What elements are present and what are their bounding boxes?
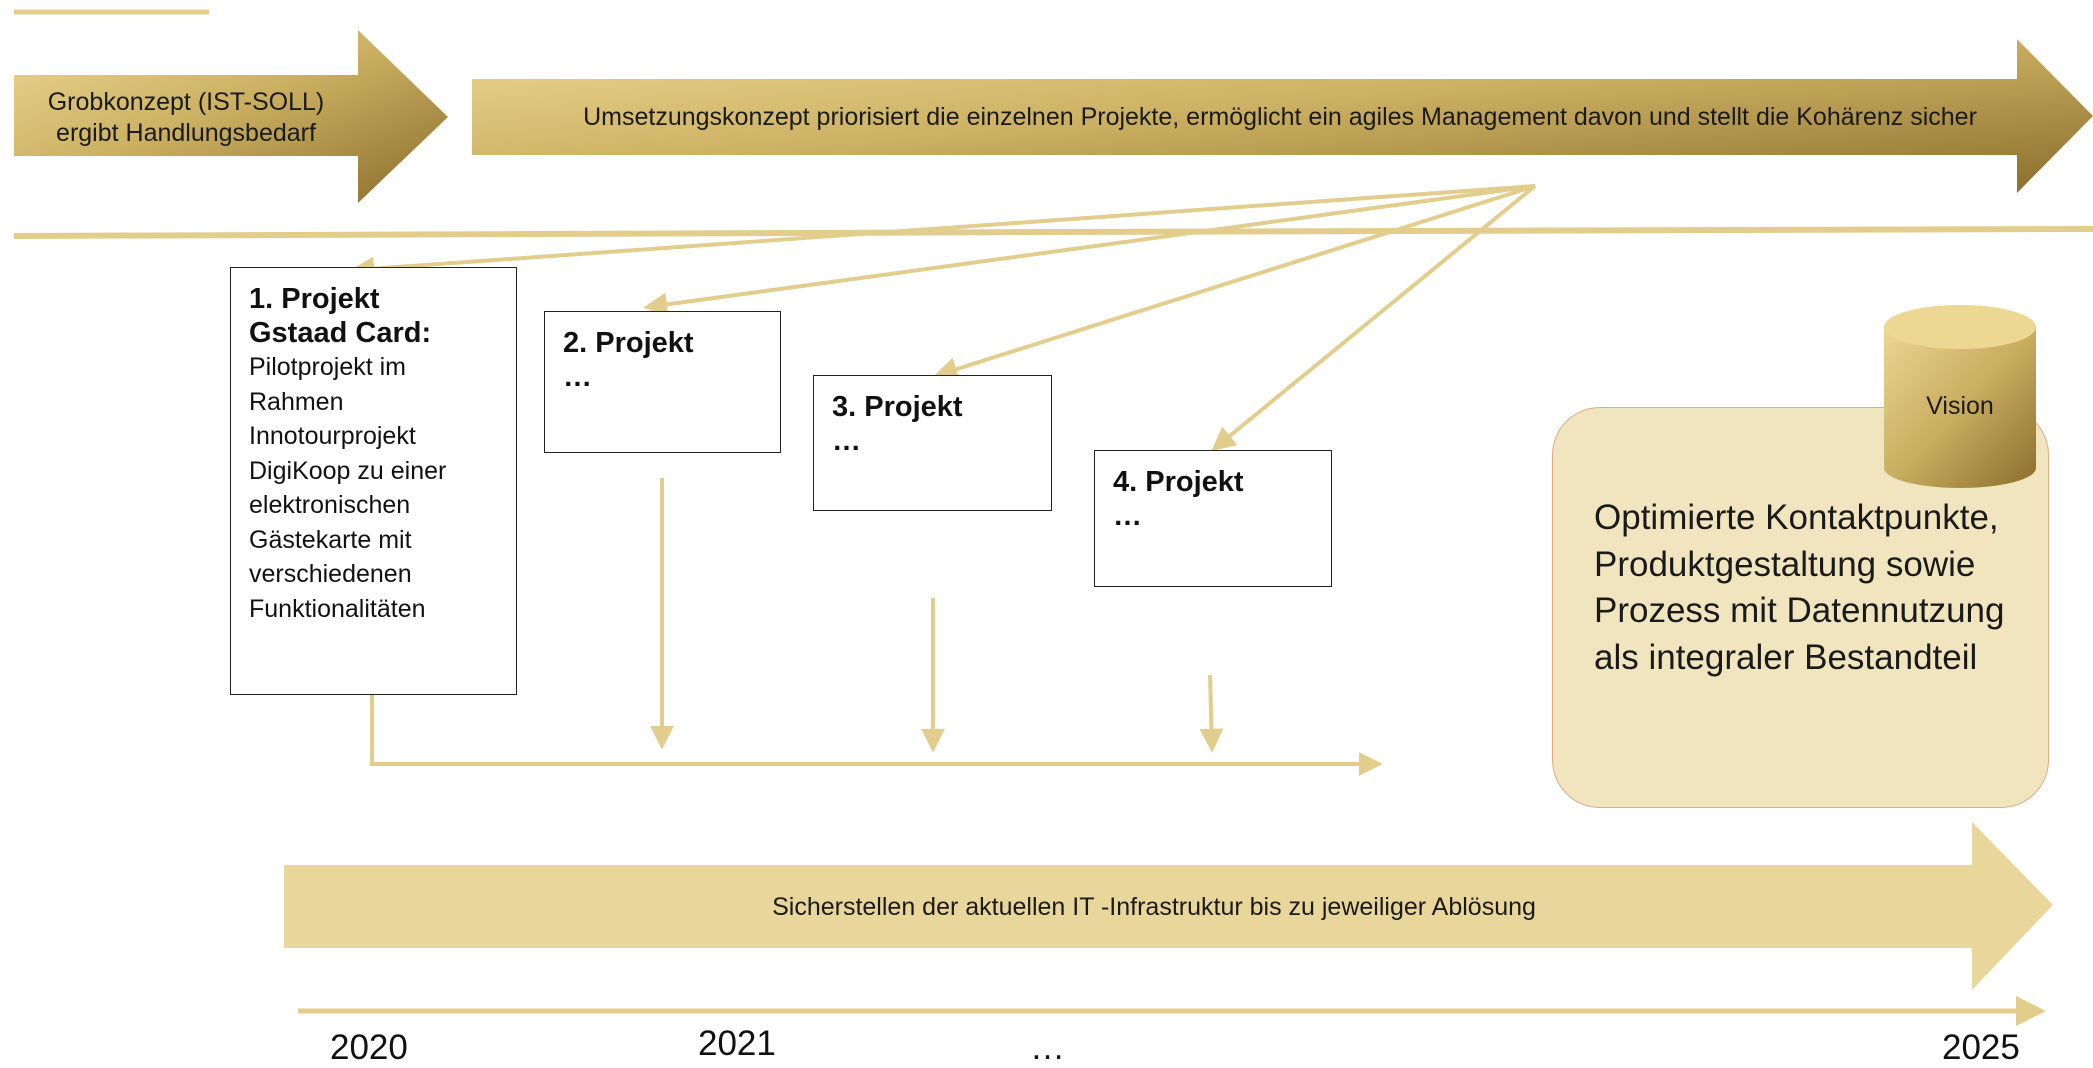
project-3-title: 3. Projekt bbox=[832, 391, 963, 423]
umsetzung-arrow bbox=[472, 39, 2093, 193]
project-3-ellipsis: … bbox=[832, 425, 861, 457]
umsetzung-label: Umsetzungskonzept priorisiert die einzel… bbox=[583, 103, 1977, 131]
fan-arrow-project-3 bbox=[933, 184, 1536, 381]
project-2-ellipsis: … bbox=[563, 361, 592, 393]
vision-text: Optimierte Kontaktpunkte, Produktgestalt… bbox=[1594, 498, 2005, 677]
down-arrow-project-4 bbox=[1199, 674, 1224, 753]
grobkonzept-arrow bbox=[14, 30, 448, 203]
year-2021: 2021 bbox=[698, 1024, 776, 1063]
project-1-description: Pilotprojekt im Rahmen Innotourprojekt D… bbox=[249, 353, 447, 623]
down-arrows bbox=[650, 478, 1224, 753]
year-2020: 2020 bbox=[330, 1028, 408, 1067]
project-3-box: 3. Projekt … bbox=[813, 375, 1052, 511]
project-1-connector bbox=[370, 695, 1383, 776]
separator-line bbox=[13, 226, 2093, 239]
project-2-box: 2. Projekt … bbox=[544, 311, 781, 453]
fan-arrows bbox=[350, 184, 1537, 452]
fan-arrow-project-1 bbox=[350, 184, 1536, 281]
infrastruktur-arrow bbox=[284, 822, 2053, 990]
project-4-title: 4. Projekt bbox=[1113, 466, 1244, 498]
fan-arrow-project-4 bbox=[1211, 184, 1537, 452]
year-2025: 2025 bbox=[1942, 1028, 2020, 1067]
infrastruktur-label: Sicherstellen der aktuellen IT -Infrastr… bbox=[772, 892, 1536, 921]
grobkonzept-label: Grobkonzept (IST-SOLL) ergibt Handlungsb… bbox=[47, 87, 325, 147]
fan-arrow-project-2 bbox=[643, 184, 1536, 317]
project-2-title: 2. Projekt bbox=[563, 327, 694, 359]
project-4-box: 4. Projekt … bbox=[1094, 450, 1332, 587]
project-4-ellipsis: … bbox=[1113, 500, 1142, 532]
project-1-title-line1: 1. Projekt bbox=[249, 283, 380, 315]
timeline-ellipsis: … bbox=[1030, 1028, 1065, 1067]
project-1-title-line2: Gstaad Card: bbox=[249, 317, 432, 349]
project-1-box: 1. Projekt Gstaad Card: Pilotprojekt im … bbox=[230, 267, 517, 695]
vision-label: Vision bbox=[1926, 392, 1994, 420]
